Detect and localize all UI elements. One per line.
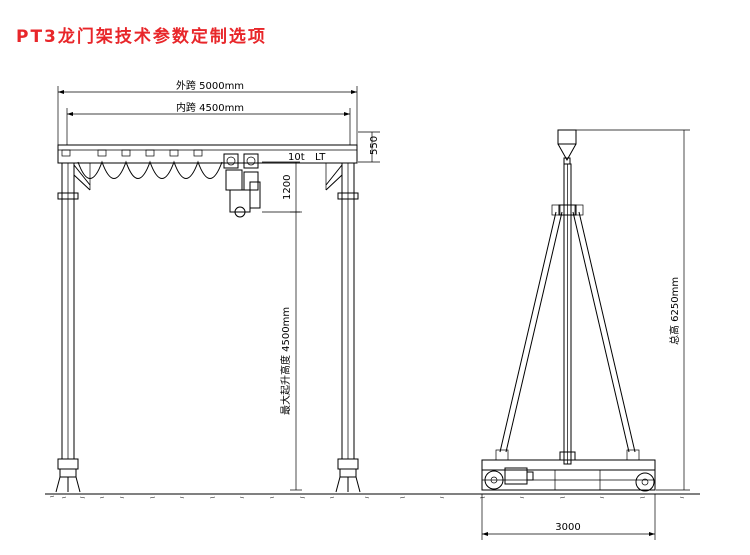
left-leg xyxy=(55,162,91,493)
outer-span-label: 外跨 5000mm xyxy=(176,80,244,92)
festoon-cable xyxy=(77,160,223,179)
beam-height-dimension xyxy=(358,131,380,163)
side-top-cap xyxy=(557,129,577,165)
outer-span-dimension xyxy=(57,86,358,150)
cable-trolleys xyxy=(61,149,203,157)
capacity-label: 10t xyxy=(288,152,305,163)
top-beam xyxy=(57,144,358,164)
marker-label: LT xyxy=(315,152,326,163)
total-height-label: 总高 6250mm xyxy=(668,277,681,345)
electric-hoist xyxy=(223,153,261,218)
inner-span-dimension xyxy=(66,108,351,145)
page-title: PT3龙门架技术参数定制选项 xyxy=(16,27,267,47)
max-lift-label: 最大起升高度 4500mm xyxy=(279,307,292,415)
base-width-dimension xyxy=(481,494,656,540)
hoist-drop-label: 1200 xyxy=(282,175,293,200)
side-base-frame xyxy=(481,459,656,492)
base-width-label: 3000 xyxy=(555,522,580,533)
right-leg xyxy=(325,162,361,493)
max-lift-dimension xyxy=(290,211,302,491)
hoist-drop-dimension xyxy=(262,161,300,213)
total-height-dimension xyxy=(576,129,690,491)
ground-hatch xyxy=(49,495,685,499)
beam-height-label: 550 xyxy=(369,136,380,155)
inner-span-label: 内跨 4500mm xyxy=(176,101,244,114)
side-braces xyxy=(495,204,640,461)
side-central-column xyxy=(558,163,577,465)
